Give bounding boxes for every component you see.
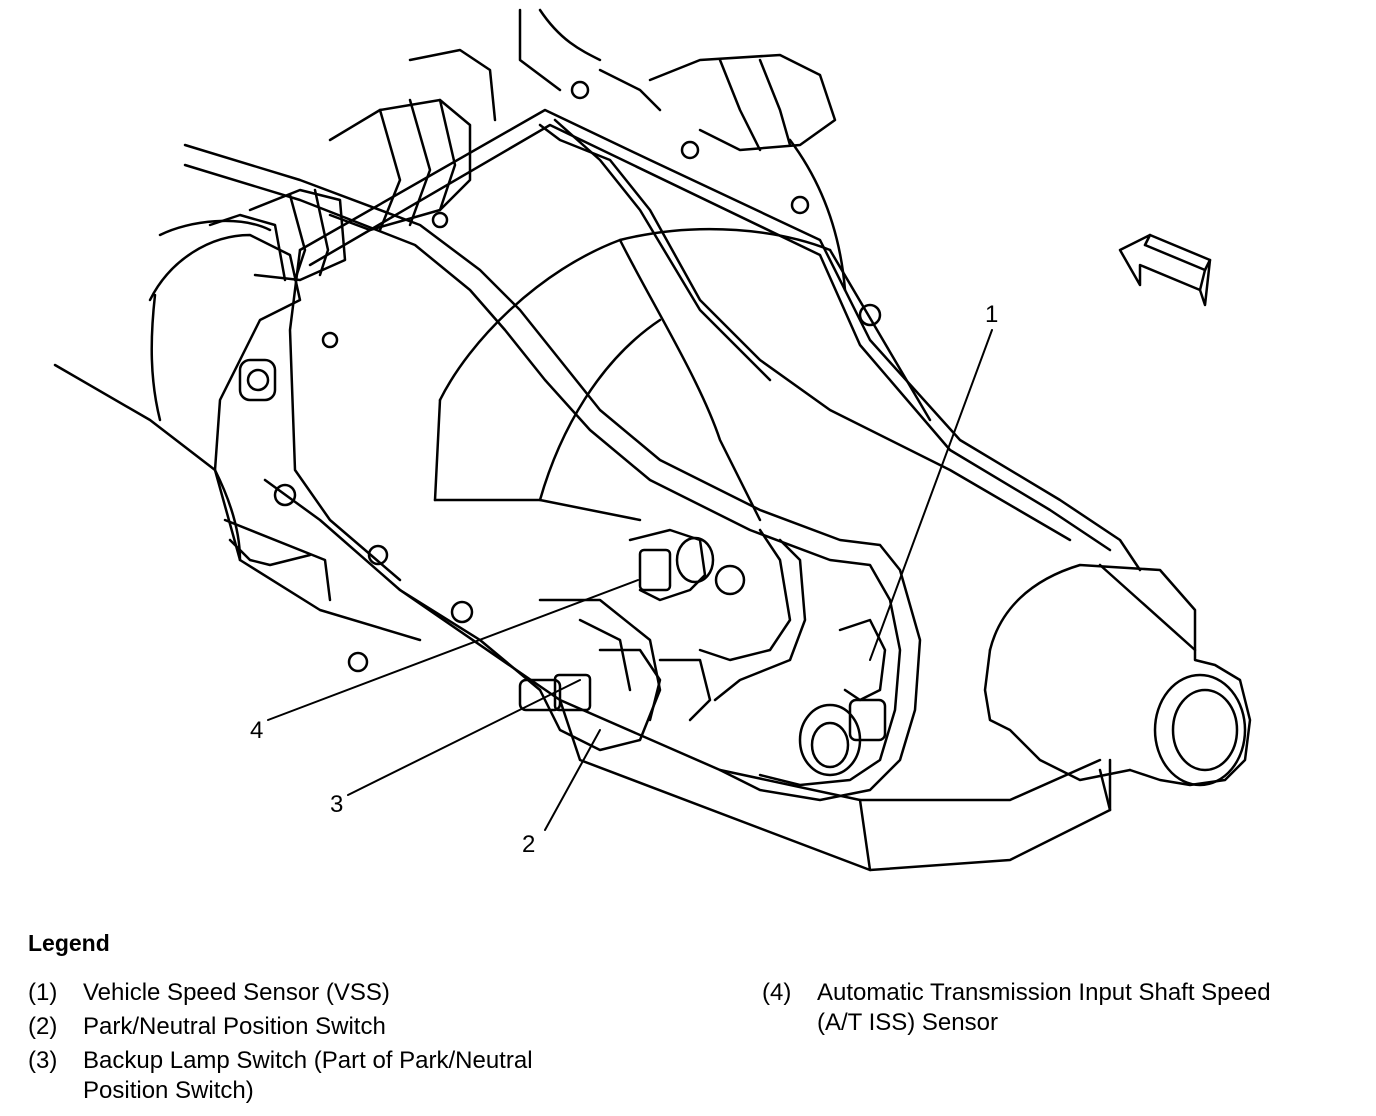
legend-item-label: Backup Lamp Switch (Part of Park/Neutral	[83, 1047, 533, 1074]
callout-1: 1	[985, 301, 998, 328]
transmission-diagram: 1 2 3 4	[53, 8, 1252, 872]
leader-line-3	[347, 679, 581, 796]
legend-item-label: Vehicle Speed Sensor (VSS)	[83, 979, 390, 1006]
leader-line-4	[267, 579, 639, 721]
legend-item-number: (3)	[28, 1047, 58, 1074]
legend-item-number: (4)	[762, 979, 792, 1006]
legend-item-number: (2)	[28, 1013, 58, 1040]
legend-item-label: Position Switch)	[83, 1077, 254, 1104]
transmission-case	[263, 108, 1142, 872]
legend-item-label: Park/Neutral Position Switch	[83, 1013, 386, 1040]
leader-line-2	[544, 729, 601, 831]
callout-2: 2	[522, 831, 535, 858]
legend-item-label: (A/T ISS) Sensor	[817, 1009, 998, 1036]
bolts	[273, 211, 474, 673]
exhaust-pipes	[208, 48, 497, 282]
frame-lines	[53, 8, 847, 642]
callout-3: 3	[330, 791, 343, 818]
callout-4: 4	[250, 717, 263, 744]
engine-bell-housing	[148, 233, 332, 602]
iss-sensor-component	[628, 528, 746, 602]
legend-title: Legend	[28, 930, 110, 956]
leader-lines	[267, 329, 993, 831]
rear-crossmember	[570, 53, 882, 327]
park-neutral-switch-component	[518, 598, 712, 752]
wiring-harness	[183, 143, 922, 802]
legend-item-label: Automatic Transmission Input Shaft Speed	[817, 979, 1271, 1006]
leader-line-1	[869, 329, 993, 661]
tail-housing	[983, 563, 1252, 812]
forward-arrow	[1118, 233, 1212, 307]
vss-sensor-component	[798, 618, 887, 777]
legend-item-number: (1)	[28, 979, 58, 1006]
